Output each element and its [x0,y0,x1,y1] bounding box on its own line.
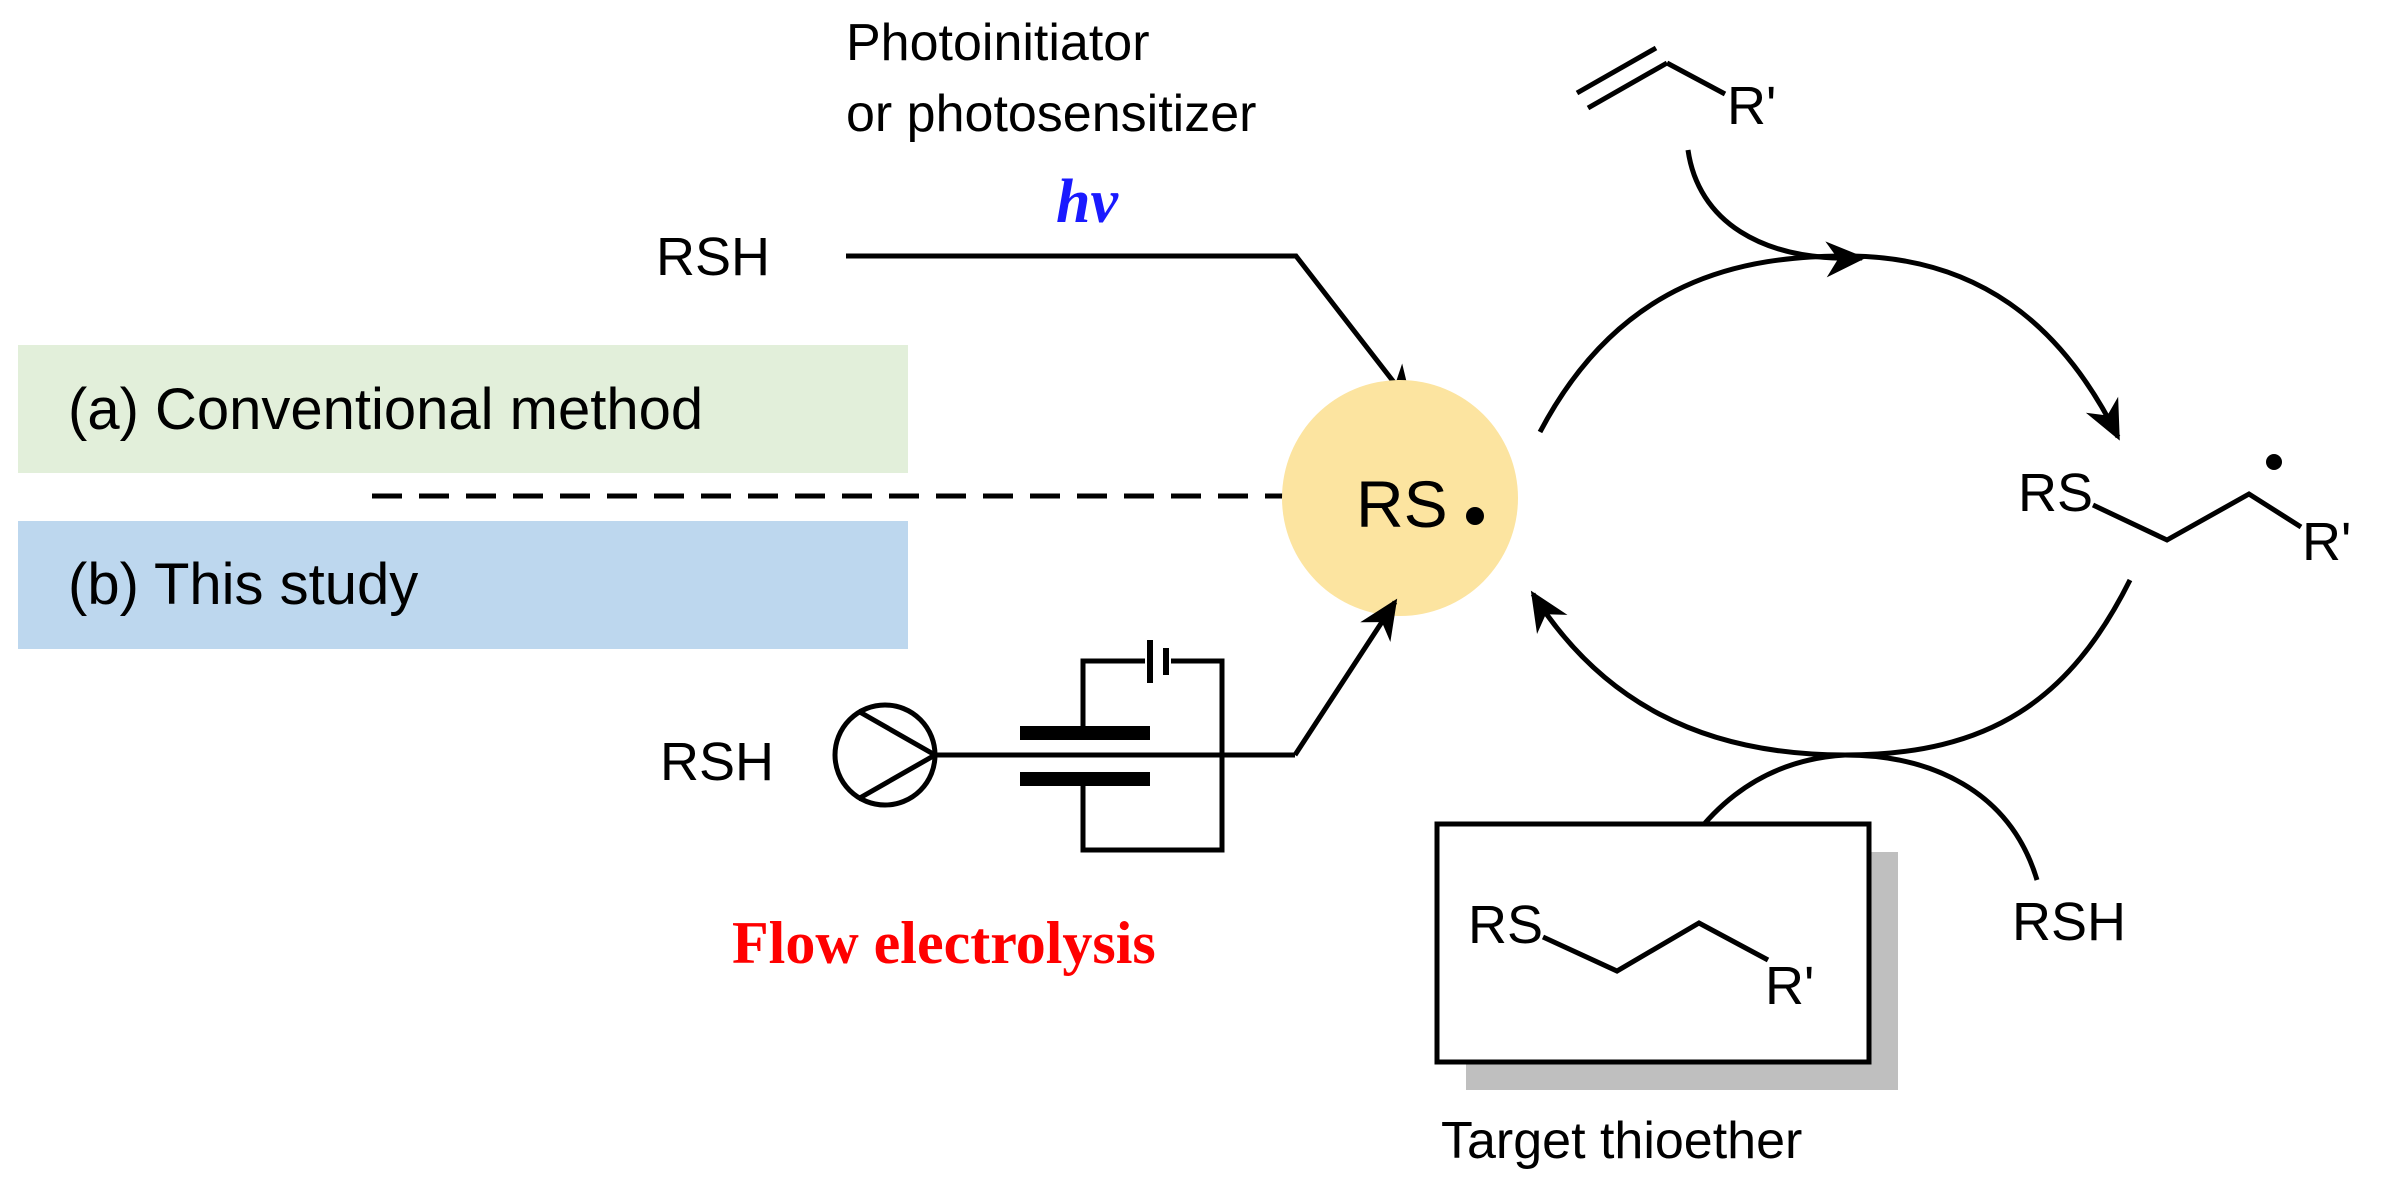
light-hv-label: hν [1056,168,1119,236]
alkene-structure [1575,45,1727,111]
thiol-bottom-label: RSH [660,732,774,792]
thiyl-radical-circle [1282,380,1518,616]
photoinitiator-label: Photoinitiator [846,14,1150,72]
intermediate-rs-label: RS [2018,463,2093,523]
product-rs-label: RS [1468,895,1543,955]
thiol-entry-curve [1844,752,2040,881]
thiol-right-label: RSH [2012,892,2126,952]
product-caption: Target thioether [1441,1112,1802,1170]
alkene-entry-arrow [1685,149,1866,278]
flow-electrolysis-label: Flow electrolysis [732,910,1156,976]
this-study-label: (b) This study [68,552,418,617]
radical-dot-icon [1466,507,1484,525]
product-chain [1541,920,1770,974]
addition-arc [1537,253,2121,441]
thiol-top-label: RSH [656,227,770,287]
conventional-arrow [846,253,1413,407]
intermediate-r-label: R' [2302,512,2351,572]
this-study-band [18,521,908,649]
intermediate-chain [2091,491,2303,543]
conventional-method-band [18,345,908,473]
alkene-substituent-label: R' [1727,76,1776,136]
photosensitizer-label: or photosensitizer [846,85,1256,143]
electrolysis-cell-icon [1020,640,1225,853]
conventional-method-label: (a) Conventional method [68,377,703,442]
thiyl-radical-label: RS [1356,467,1448,541]
intermediate-radical-dot-icon [2266,454,2282,470]
product-box [1434,821,1872,1065]
product-r-label: R' [1765,956,1814,1016]
electrolysis-arrow [1292,598,1398,757]
pump-icon [832,702,941,808]
hat-return-arc [1530,578,2133,758]
